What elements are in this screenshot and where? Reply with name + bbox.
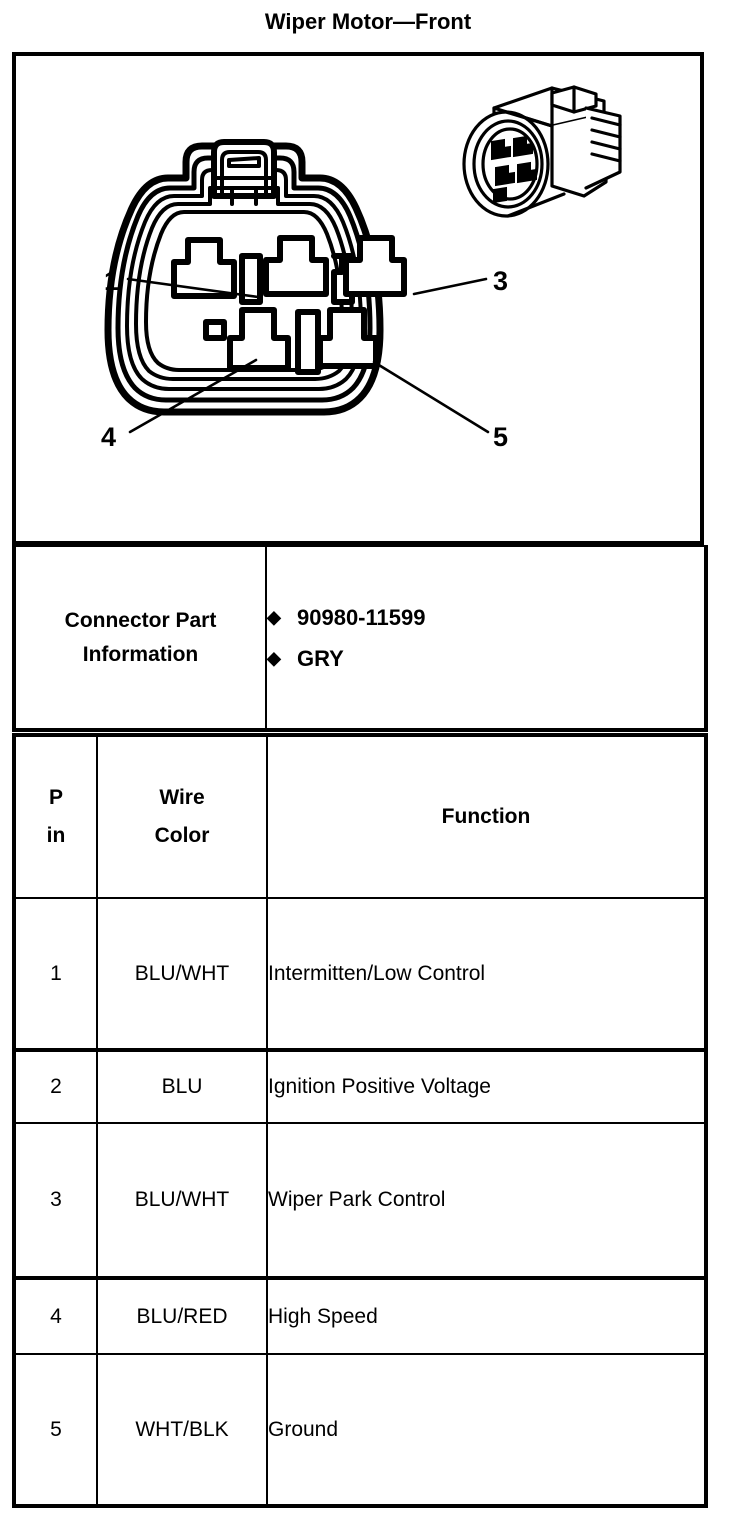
cavity-slot-c [295,309,321,375]
wire-color: BLU/WHT [96,1122,268,1279]
table-row: 2 BLU Ignition Positive Voltage [12,1048,708,1124]
pin-function: Ground [266,1353,708,1508]
cavity-5 [317,307,379,369]
column-header-wire-color-line1: Wire [159,786,205,809]
connector-color-code: GRY [297,645,344,671]
connector-color-item: ◆ GRY [267,638,704,679]
wire-color: WHT/BLK [96,1353,268,1508]
pin-function: Wiper Park Control [266,1122,708,1279]
pin-number: 3 [12,1122,98,1279]
column-header-function: Function [266,733,708,899]
pinout-header-row: P in Wire Color Function [12,733,708,899]
cavity-2 [263,235,329,297]
cavity-slot-a [239,253,263,305]
wire-color: BLU/WHT [96,897,268,1051]
callout-leader-lines [126,277,490,434]
callout-label-1: 1 [104,266,120,296]
bullet-icon: ◆ [267,647,281,668]
column-header-wire-color-line2: Color [154,824,210,847]
pinout-table: P in Wire Color Function 1 BLU/WHT Inter… [12,733,708,1508]
pin-function: Intermitten/Low Control [266,897,708,1051]
connector-part-information-values: ◆ 90980-11599 ◆ GRY [265,545,708,732]
pin-number: 4 [12,1276,98,1355]
table-row: 5 WHT/BLK Ground [12,1353,708,1508]
connector-isometric-view [462,85,622,218]
column-header-wire-color: Wire Color [96,733,268,899]
cavity-key-notch [203,319,227,341]
bullet-icon: ◆ [267,606,281,627]
connector-front-face [104,139,407,416]
pin-function: High Speed [266,1276,708,1355]
callout-label-3: 3 [493,266,509,296]
connector-diagram-panel: 1 3 4 5 [12,52,704,545]
cavity-3 [343,235,407,297]
callout-label-4: 4 [101,422,117,452]
page-title: Wiper Motor—Front [264,9,472,34]
table-row: 4 BLU/RED High Speed [12,1276,708,1355]
column-header-pin: P in [12,733,98,899]
pin-number: 5 [12,1353,98,1508]
pin-function: Ignition Positive Voltage [266,1048,708,1124]
column-header-pin-line1: P [48,786,63,809]
column-header-pin-line2: in [46,824,66,847]
connector-part-information-label: Connector Part Information [12,545,267,732]
pin-number: 2 [12,1048,98,1124]
connector-part-number: 90980-11599 [297,604,426,630]
table-row: 3 BLU/WHT Wiper Park Control [12,1122,708,1279]
cavity-1 [171,237,237,299]
wire-color: BLU [96,1048,268,1124]
cavity-4 [227,307,291,371]
connector-part-number-item: ◆ 90980-11599 [267,597,704,638]
connector-part-information-row: Connector Part Information ◆ 90980-11599… [12,545,708,732]
wire-color: BLU/RED [96,1276,268,1355]
connector-part-information-table: Connector Part Information ◆ 90980-11599… [12,545,708,732]
pin-number: 1 [12,897,98,1051]
table-row: 1 BLU/WHT Intermitten/Low Control [12,897,708,1051]
callout-label-5: 5 [493,422,509,452]
